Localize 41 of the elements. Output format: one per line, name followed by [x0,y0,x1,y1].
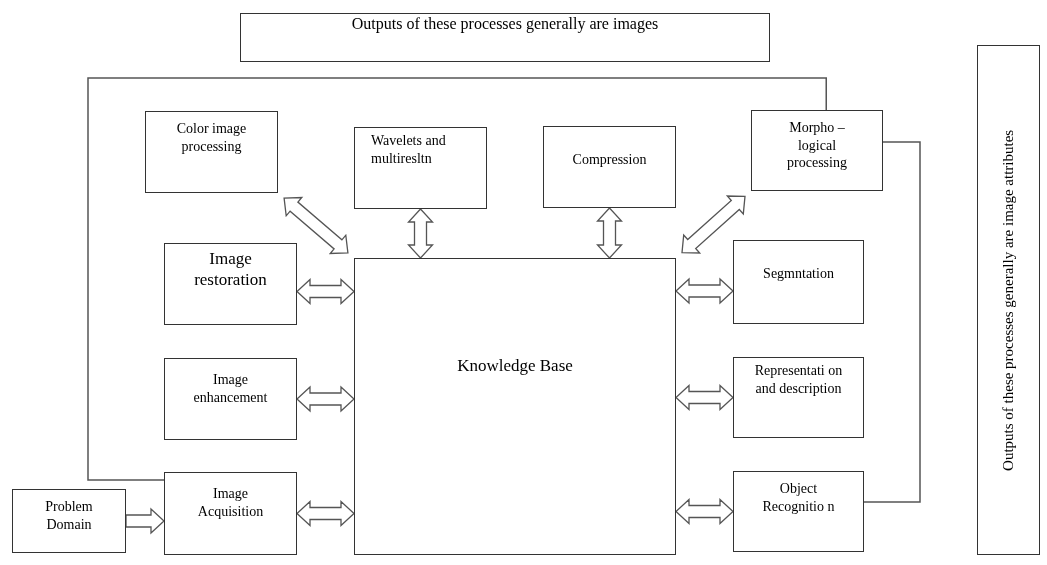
process-box [240,13,770,62]
box-label: Representati on and description [753,362,844,397]
box-label: Outputs of these processes generally are image attributes [999,129,1018,471]
double-block-arrow [675,384,734,411]
box-label: Image restoration [193,248,268,291]
double-block-arrow [283,196,349,255]
process-box [751,110,883,191]
double-block-arrow [125,507,165,535]
double-block-arrow [296,500,355,527]
process-box [164,358,297,440]
box-label: Object Recognitio n [761,480,836,515]
double-block-arrow [681,195,746,254]
connector-line [863,141,921,503]
double-block-arrow [596,207,623,259]
process-box [164,243,297,325]
process-box [12,489,126,553]
double-block-arrow [675,498,734,525]
box-label: Problem Domain [44,498,94,533]
process-box [354,258,676,555]
box-label: Image enhancement [192,371,269,406]
process-box [733,357,864,438]
process-box [543,126,676,208]
connector-line [87,77,827,481]
box-label: Color image processing [175,120,248,155]
double-block-arrow [296,385,355,413]
process-box [354,127,487,209]
box-label: Wavelets and multiresltn [371,132,447,167]
double-block-arrow [675,277,734,305]
box-label: Segmntation [763,265,834,283]
process-box [145,111,278,193]
box-label: Knowledge Base [457,355,573,377]
note-box [977,45,1040,555]
double-block-arrow [296,278,355,305]
double-block-arrow [407,208,434,259]
process-box [733,471,864,552]
process-box [733,240,864,324]
process-box [164,472,297,555]
box-label: Compression [572,151,647,169]
box-label: Image Acquisition [196,485,265,520]
box-label: Morpho – logical processing [786,119,848,172]
box-label: Outputs of these processes generally are images [351,14,659,35]
